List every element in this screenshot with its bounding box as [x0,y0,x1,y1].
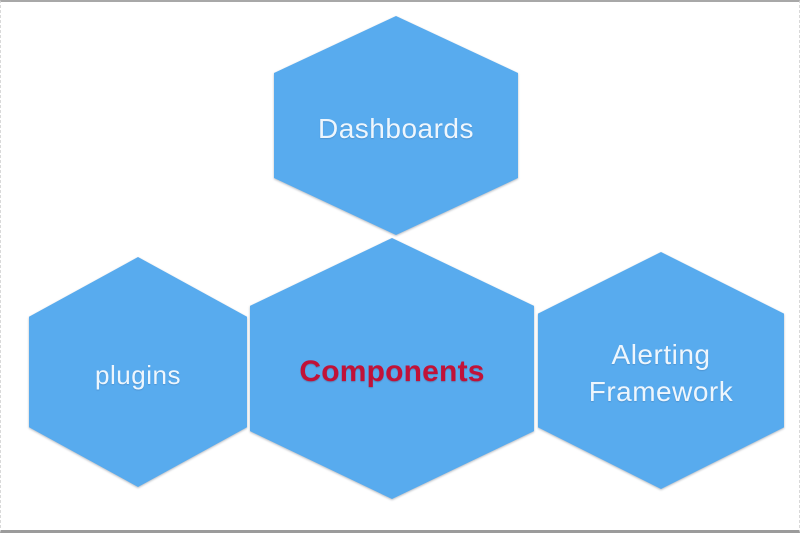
hexagon-alerting-framework: Alerting Framework [538,252,784,489]
hexagon-dashboards-label: Dashboards [318,112,474,144]
hexagon-components: Components [250,238,534,499]
hexagon-components-label: Components [299,354,485,388]
hexagon-plugins-shape: plugins [29,257,247,487]
hexagon-components-shape: Components [250,238,534,499]
hexagon-plugins: plugins [29,257,247,487]
hexagon-dashboards-shape: Dashboards [274,16,518,235]
hexagon-plugins-label: plugins [95,359,181,390]
hexagon-alerting-framework-label: Alerting Framework [588,338,734,407]
hexagon-dashboards: Dashboards [274,16,518,235]
hexagon-alerting-framework-shape: Alerting Framework [538,252,784,489]
